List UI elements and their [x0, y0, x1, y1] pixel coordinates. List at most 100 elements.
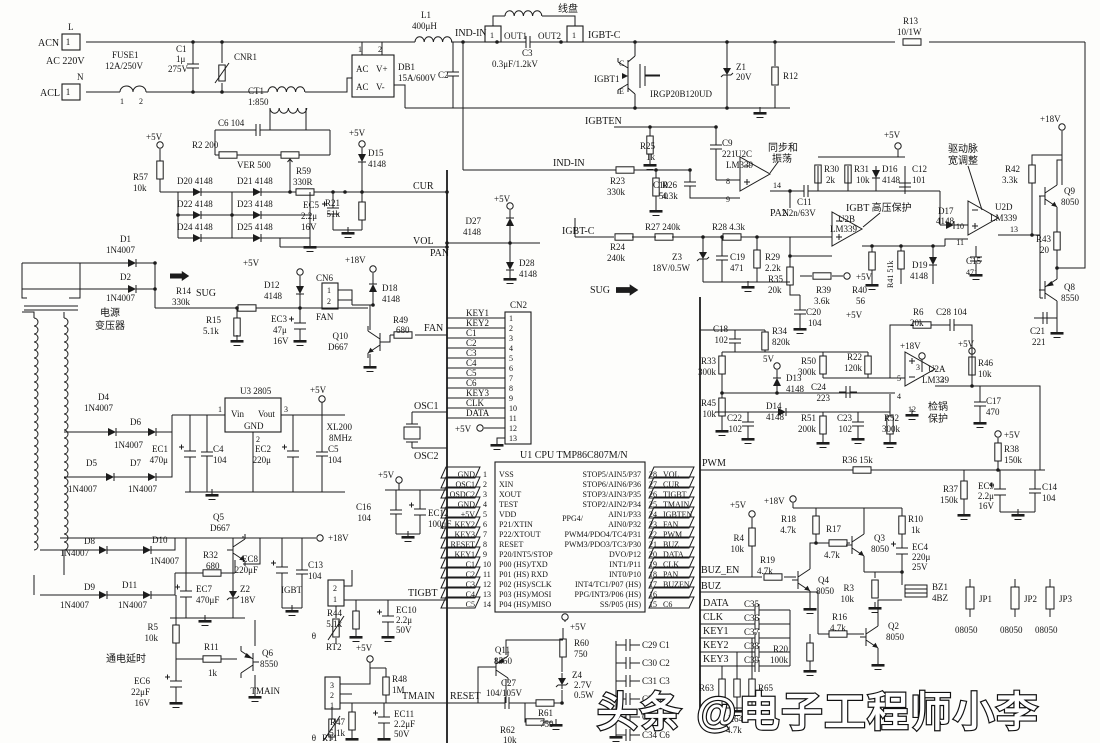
ground-ec3 [293, 334, 307, 346]
l-r25: R25 [640, 141, 656, 151]
v-ec1: 470μ [150, 455, 169, 465]
c13-symbol [295, 562, 309, 582]
l-pot2: 保护 [928, 412, 948, 425]
cpu-r13-i: SS/P05 (HS) [600, 600, 641, 609]
c28-symbol [942, 318, 962, 332]
l-r16: R16 [832, 612, 848, 622]
cn2-n-10: 11 [509, 414, 517, 423]
u3-box [224, 397, 282, 433]
jp3-symbol [1045, 578, 1055, 618]
c10-symbol [683, 174, 697, 194]
ec7-symbol [174, 584, 193, 604]
v-r64: 4.7k [726, 725, 742, 735]
l-u3-gnd: GND [244, 421, 264, 431]
v-r24: 240k [607, 253, 626, 263]
cn2-lab-6: C5 [466, 368, 477, 378]
ground-r47 [345, 732, 359, 743]
cpu-r11-o: BUZEN [663, 580, 690, 589]
net-18v-u2a: +18V [900, 341, 921, 351]
cpu-r6-o: PWM [663, 530, 682, 539]
l-c10: C10 [653, 180, 669, 190]
d10-symbol [138, 545, 156, 555]
ground-r45 [715, 424, 729, 436]
net-5v-r48: +5V [356, 643, 373, 653]
l-q11: Q11 [495, 645, 510, 655]
l-ec4: EC4 [912, 542, 929, 552]
ground-d28 [503, 272, 517, 284]
cpu-r0-n: 28 [649, 470, 657, 479]
v-c18: 102 [715, 335, 729, 345]
l-d1: D1 [120, 234, 131, 244]
net-5v-r46: +5V [958, 339, 975, 349]
ground-r37 [957, 508, 971, 520]
v-r21: 51k [327, 209, 341, 219]
tmain-conn-box [324, 676, 341, 710]
bz1-symbol [904, 584, 928, 598]
v-ec3: 47μ [273, 325, 287, 335]
l-c2: C2 [438, 70, 449, 80]
l-xl200: XL200 [327, 422, 353, 432]
cn2-lab-8: KEY3 [466, 388, 489, 398]
net-indin-mid: IND-IN [553, 158, 585, 169]
vcc-d13 [773, 362, 781, 370]
cpu-r0-o: VOL [663, 470, 680, 479]
l-d6: D6 [130, 417, 141, 427]
cn2-n-5: 6 [509, 364, 513, 373]
l-acn-l: L [68, 22, 74, 32]
net-pan-left: PAN [430, 248, 449, 259]
cpu-r3-i: STOP2/AIN2/P34 [582, 500, 641, 509]
vcc-r48 [366, 655, 374, 663]
v-q11: 8550 [494, 656, 513, 666]
v-jp1: 08050 [955, 625, 978, 635]
igbt1-symbol [617, 55, 660, 95]
vcc-18v-fan [369, 265, 377, 273]
v-r20: 100k [770, 655, 789, 665]
v-d5: 1N4007 [68, 484, 97, 494]
l-c34: C34 C6 [642, 730, 670, 740]
l-c22: C22 [727, 413, 742, 423]
v-q5: D667 [210, 523, 230, 533]
r59-symbol [295, 188, 315, 196]
cn2-n-12: 13 [509, 434, 517, 443]
l-ac220: AC 220V [46, 56, 85, 67]
v-cn6: FAN [316, 312, 334, 322]
l-r43: R43 [1036, 234, 1052, 244]
l-q10: Q10 [333, 331, 349, 341]
v-r32: 680 [206, 561, 220, 571]
l-z2: Z2 [240, 584, 250, 594]
l-sync2: 振荡 [772, 152, 792, 165]
vcc-c16 [395, 476, 403, 484]
v-q8: 8550 [1061, 293, 1080, 303]
ground-c22 [741, 432, 755, 444]
v-r37: 150k [940, 495, 959, 505]
l-q8: Q8 [1064, 282, 1075, 292]
cpu-l5-o: KEY2 [455, 520, 475, 529]
l-r57: R57 [133, 172, 149, 182]
jp1-symbol [965, 578, 975, 618]
l-cn6-2: 2 [327, 297, 331, 306]
l-cn6: CN6 [316, 273, 334, 283]
ground-r26 [649, 204, 663, 216]
d5-symbol [101, 472, 119, 482]
r60-symbol [559, 638, 567, 658]
r47-symbol [348, 711, 356, 731]
v-d17: 4148 [936, 216, 955, 226]
l-igbtconn: IGBT [281, 585, 302, 595]
cpu-l12-n: 13 [483, 590, 491, 599]
l-r62: R62 [500, 725, 515, 735]
v-r59: 330R [293, 177, 313, 187]
cpu-l11-i: P02 (HS)/SCLK [499, 580, 552, 589]
cpu-l7-o: RESET [451, 540, 476, 549]
c4-symbol [200, 444, 214, 464]
net-sug-left: SUG [196, 288, 216, 299]
c20-symbol [793, 302, 807, 322]
l-db1-vm: V- [376, 82, 385, 92]
l-r42: R42 [1005, 164, 1020, 174]
v-c4: 104 [213, 455, 227, 465]
d28-symbol [505, 257, 515, 275]
cpu-r2-n: 26 [649, 490, 657, 499]
l-u3-1: 1 [218, 405, 222, 414]
cn2-lab-7: C6 [466, 378, 477, 388]
l-c37: C37 [744, 627, 760, 637]
v-r14: 330k [172, 297, 191, 307]
